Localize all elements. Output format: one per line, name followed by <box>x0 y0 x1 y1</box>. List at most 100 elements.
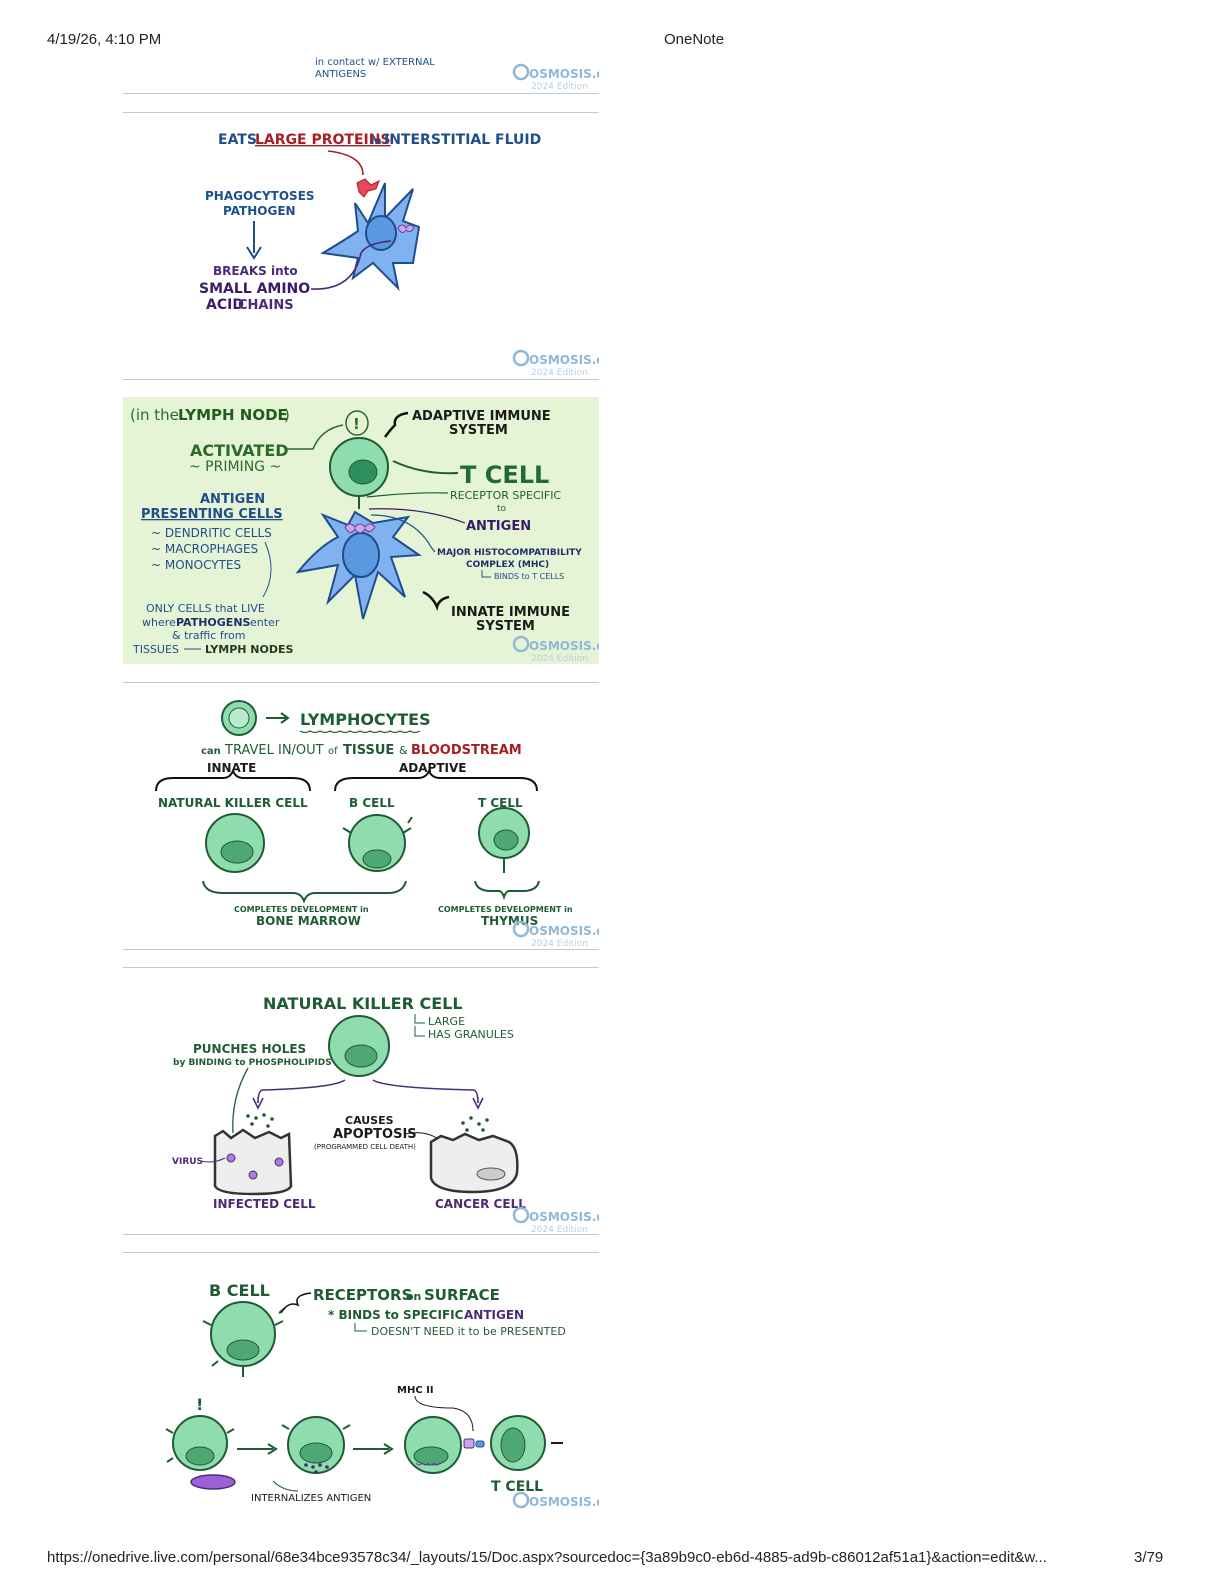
watermark-edition: 2024 Edition <box>531 368 588 378</box>
receptor-specific-label: RECEPTOR SPECIFIC <box>450 489 561 502</box>
thymus-brace <box>474 880 540 901</box>
t-cell-heading: T CELL <box>478 796 523 810</box>
protein-pointer-line <box>327 150 364 176</box>
only-cells-tissues: TISSUES <box>132 643 179 656</box>
t-cell-label: T CELL <box>491 1479 543 1495</box>
mhc-label-line1: MAJOR HISTOCOMPATIBILITY <box>437 548 582 558</box>
internalized-antigen-dots <box>304 1463 329 1474</box>
panel-divider <box>123 967 599 968</box>
nk-large-label: LARGE <box>428 1015 465 1028</box>
osmosis-logo-icon <box>512 635 530 653</box>
apoptosis-label: APOPTOSIS <box>333 1127 417 1142</box>
virus-pointer-line <box>200 1157 226 1163</box>
binds-antigen-label: ANTIGEN <box>464 1308 524 1322</box>
infected-cell-icon <box>213 1128 293 1196</box>
bone-marrow-label: BONE MARROW <box>256 914 361 928</box>
apc-presenting-cells-label: PRESENTING CELLS <box>141 507 283 522</box>
step-arrow-icon <box>383 1443 394 1455</box>
close-paren-label: ) <box>284 406 290 424</box>
apc-list-bracket <box>262 541 272 598</box>
breaks-into-label: BREAKS into <box>213 264 298 278</box>
b-cell-step1-mouth <box>185 1446 215 1466</box>
lymphocytes-underline <box>299 730 421 734</box>
doesnt-need-bracket <box>354 1323 367 1332</box>
note-panel-lymphocytes: LYMPHOCYTES can TRAVEL IN/OUT of TISSUE … <box>123 683 599 949</box>
watermark-brand: OSMOSIS.org <box>529 924 599 938</box>
nk-granules-label: HAS GRANULES <box>428 1028 514 1041</box>
mhc-ii-complex-icon <box>463 1438 475 1449</box>
b-cell-mouth <box>362 849 392 869</box>
b-cell-step3-mouth <box>413 1446 449 1466</box>
panel-divider <box>123 1252 599 1253</box>
antigen-label: ANTIGEN <box>466 519 531 534</box>
note-panel-external-antigens: in contact w/ EXTERNAL ANTIGENS OSMOSIS.… <box>123 52 599 94</box>
only-cells-enter: enter <box>250 616 280 629</box>
adaptive-system-label: SYSTEM <box>449 423 508 438</box>
macrophages-item: ~ MACROPHAGES <box>151 542 258 556</box>
osmosis-logo-icon <box>512 1491 530 1509</box>
b-cell-step3-antigen-fragments <box>415 1462 441 1466</box>
only-cells-pathogens: PATHOGENS <box>176 616 251 629</box>
alert-exclamation: ! <box>196 1395 203 1414</box>
watermark-edition: 2024 Edition <box>531 939 588 949</box>
monocytes-item: ~ MONOCYTES <box>151 558 241 572</box>
nk-sub-bracket <box>414 1014 425 1024</box>
dendritic-cells-item: ~ DENDRITIC CELLS <box>151 526 272 540</box>
b-cell-step1-receptors <box>165 1428 235 1463</box>
virus-icon <box>274 1157 284 1167</box>
watermark-brand: OSMOSIS.org <box>529 639 599 653</box>
digested-protein-icon <box>397 224 415 234</box>
eats-label: EATS <box>218 132 257 148</box>
adaptive-brace <box>384 411 409 438</box>
panel-divider <box>123 93 599 94</box>
osmosis-logo-icon <box>512 1206 530 1224</box>
lymphocyte-arrow-icon <box>280 712 290 724</box>
bone-marrow-brace <box>202 880 407 904</box>
small-amino-label: SMALL AMINO <box>199 281 310 297</box>
cancer-cell-icon <box>429 1132 519 1194</box>
panel0-figure: in contact w/ EXTERNAL ANTIGENS OSMOSIS.… <box>315 57 599 92</box>
internalizes-pointer-line <box>272 1480 299 1492</box>
mhc-ii-label: MHC II <box>397 1385 434 1396</box>
infected-arrow-line <box>257 1079 346 1104</box>
external-antigens-line2: ANTIGENS <box>315 69 366 80</box>
nk-sub-bracket <box>414 1026 425 1037</box>
cancer-arrow-line <box>372 1079 479 1104</box>
acid-label: ACID <box>206 297 244 313</box>
watermark-brand: OSMOSIS.org <box>529 353 599 367</box>
thymus-dev-label: COMPLETES DEVELOPMENT in <box>438 905 573 914</box>
panel-divider <box>123 949 599 950</box>
virus-label: VIRUS <box>172 1157 203 1167</box>
perforin-granules <box>246 1113 489 1132</box>
infected-arrow-icon <box>252 1097 264 1110</box>
nk-cell-mouth <box>220 840 254 864</box>
travel-of: of <box>328 746 338 757</box>
receptors-label: RECEPTORS <box>313 1286 412 1304</box>
innate-immune-label: INNATE IMMUNE <box>451 605 570 620</box>
virus-icon <box>248 1170 258 1180</box>
infected-cell-label: INFECTED CELL <box>213 1197 316 1211</box>
in-the-label: (in the <box>130 406 179 424</box>
punches-holes-label: PUNCHES HOLES <box>193 1042 306 1056</box>
only-cells-lymph-nodes: LYMPH NODES <box>205 643 294 656</box>
watermark-edition: 2024 Edition <box>531 1225 588 1234</box>
activated-label: ACTIVATED <box>190 441 289 460</box>
travel-and: & <box>399 744 408 757</box>
note-panel-nk-cell: NATURAL KILLER CELL LARGE HAS GRANULES P… <box>123 968 599 1234</box>
cancer-cell-organelle <box>476 1167 506 1181</box>
b-cell-mouth <box>226 1339 260 1361</box>
t-cell-pointer-line <box>392 460 459 475</box>
down-arrow-icon <box>246 246 262 260</box>
external-antigens-line1: in contact w/ EXTERNAL <box>315 57 435 68</box>
osmosis-logo-icon <box>512 349 530 367</box>
large-proteins-label: LARGE PROTEINS <box>255 132 391 148</box>
internalizes-antigen-label: INTERNALIZES ANTIGEN <box>251 1493 371 1504</box>
b-cell-receptors <box>342 816 413 834</box>
lymph-node-label: LYMPH NODE <box>178 406 288 424</box>
t-cell-label: T CELL <box>460 461 549 489</box>
apc-cell-nucleus <box>342 532 380 578</box>
cancer-cell-label: CANCER CELL <box>435 1197 526 1211</box>
print-datetime: 4/19/26, 4:10 PM <box>47 31 162 48</box>
programmed-cell-death-label: (PROGRAMMED CELL DEATH) <box>314 1143 416 1151</box>
panel-divider <box>123 682 599 683</box>
